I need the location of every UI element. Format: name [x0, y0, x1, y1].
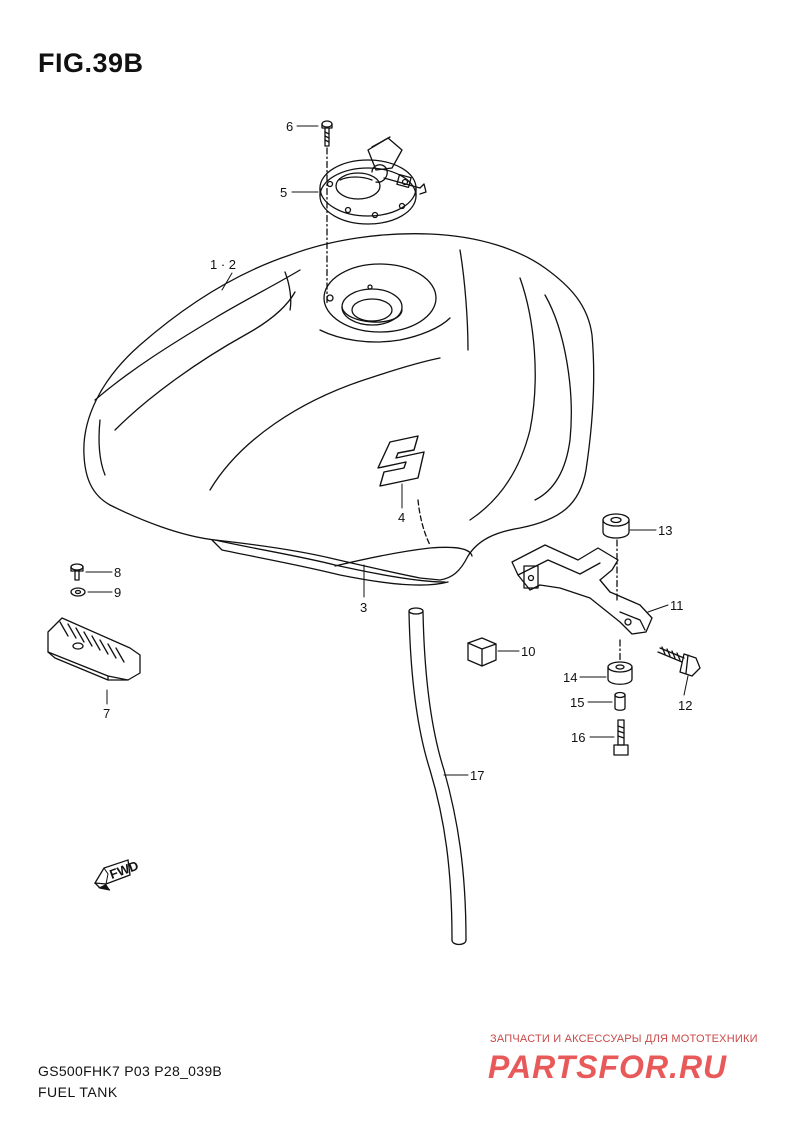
bolt-8-drawing [70, 563, 84, 581]
callout-13: 13 [658, 523, 672, 538]
watermark-tagline: ЗАПЧАСТИ И АКСЕССУАРЫ ДЛЯ МОТОТЕХНИКИ [490, 1033, 758, 1045]
callout-3: 3 [360, 600, 367, 615]
callout-labels: 1 · 2 3 4 5 6 7 8 9 10 11 12 13 14 15 16… [103, 119, 692, 783]
cushion-13-drawing [602, 513, 630, 539]
callout-14: 14 [563, 670, 577, 685]
fuel-tank-drawing [83, 233, 595, 586]
callout-11: 11 [670, 598, 684, 613]
screw-6-drawing [321, 120, 333, 147]
callout-5: 5 [280, 185, 287, 200]
watermark-logo: PARTSFOR.RU [488, 1049, 728, 1085]
figure-title: FIG.39B [38, 48, 144, 78]
diagram-name: FUEL TANK [38, 1084, 118, 1100]
bolt-16-drawing [613, 719, 629, 756]
washer-9-drawing [70, 587, 86, 597]
fwd-arrow-icon: FWD [93, 858, 141, 891]
fwd-label: FWD [108, 858, 141, 882]
callout-17: 17 [470, 768, 484, 783]
spacer-15-drawing [614, 691, 626, 711]
callout-6: 6 [286, 119, 293, 134]
callout-1-2: 1 · 2 [210, 257, 236, 272]
callout-4: 4 [398, 510, 405, 525]
clip-10-drawing [467, 637, 497, 667]
callout-16: 16 [571, 730, 585, 745]
callout-15: 15 [570, 695, 584, 710]
hose-17-drawing [408, 607, 467, 946]
fuel-cap-drawing [319, 136, 427, 225]
callout-9: 9 [114, 585, 121, 600]
callout-7: 7 [103, 706, 110, 721]
model-code: GS500FHK7 P03 P28_039B [38, 1063, 223, 1079]
bolt-12-drawing [657, 646, 701, 677]
callout-8: 8 [114, 565, 121, 580]
bracket-11-drawing [511, 544, 653, 635]
cushion-7-drawing [47, 617, 141, 681]
callout-10: 10 [521, 644, 535, 659]
cushion-14-drawing [607, 661, 633, 685]
callout-12: 12 [678, 698, 692, 713]
leader-lines [85, 125, 689, 776]
